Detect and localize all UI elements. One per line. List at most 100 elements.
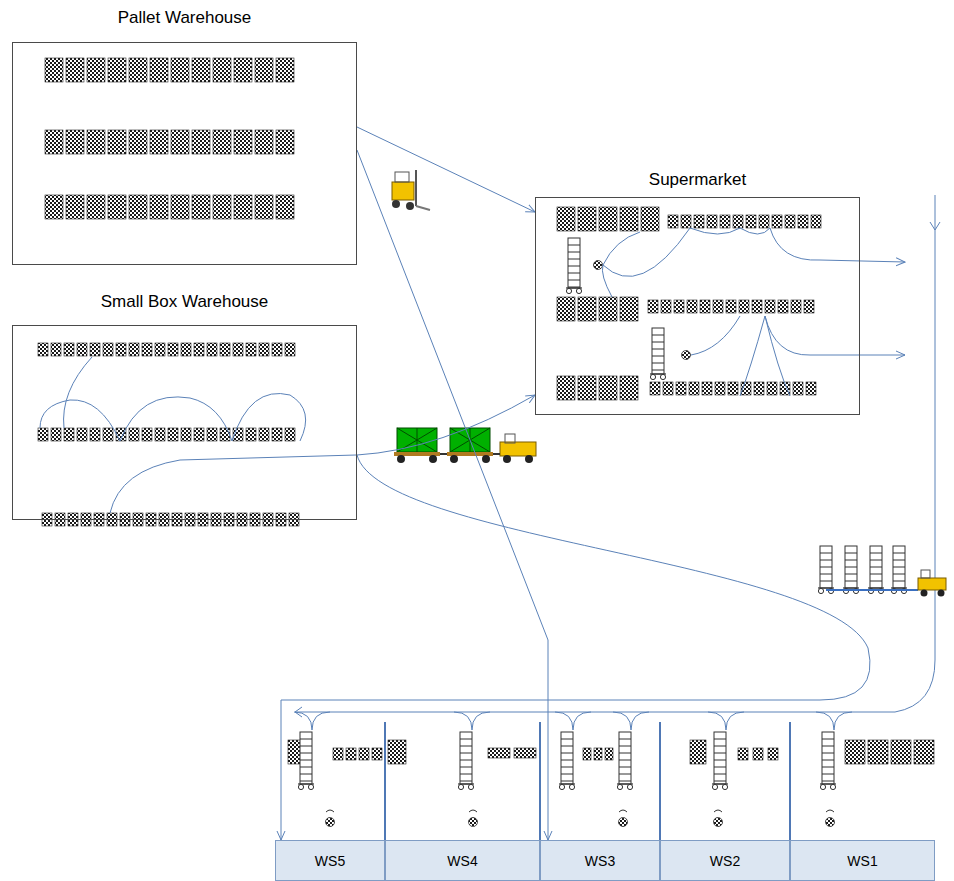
- area-box: Pallet Warehouse: [12, 8, 357, 265]
- rack-wheel: [627, 784, 632, 789]
- storage-block: [663, 382, 673, 395]
- rack-shelf: [460, 781, 472, 782]
- tugger-wheel: [921, 590, 928, 597]
- storage-block: [668, 215, 678, 228]
- storage-block: [77, 343, 87, 356]
- storage-block: [181, 343, 191, 356]
- storage-block: [557, 207, 575, 231]
- forklift-cab: [395, 172, 409, 182]
- rack-shelf: [714, 753, 726, 754]
- storage-block: [648, 300, 658, 313]
- storage-block: [276, 58, 294, 82]
- storage-block: [150, 195, 168, 219]
- rack-wheel: [820, 784, 825, 789]
- station-label: WS5: [315, 853, 345, 869]
- left-arrow: [295, 707, 302, 717]
- storage-block: [108, 130, 126, 154]
- storage-block: [246, 343, 256, 356]
- storage-block: [650, 382, 660, 395]
- rack-shelf: [822, 760, 834, 761]
- storage-block: [605, 748, 613, 760]
- rack-shelf: [460, 760, 472, 761]
- storage-block: [707, 215, 717, 228]
- rack-shelf: [300, 746, 312, 747]
- area-title: Supermarket: [535, 170, 860, 190]
- rack-wheel: [818, 588, 823, 593]
- trolley-rack: [868, 546, 884, 594]
- storage-block: [90, 343, 100, 356]
- rack-wheel: [722, 784, 727, 789]
- operator-dot: [682, 351, 691, 360]
- rack-shelf: [652, 363, 664, 364]
- area-title: Small Box Warehouse: [12, 292, 357, 312]
- flow-line: [603, 232, 640, 265]
- rack-wheel: [566, 288, 571, 293]
- storage-block: [891, 740, 911, 764]
- storage-block: [255, 130, 273, 154]
- storage-block: [845, 740, 865, 764]
- rack-shelf: [561, 767, 573, 768]
- rack-shelf: [893, 560, 905, 561]
- storage-block: [207, 343, 217, 356]
- workstation-box: WS1: [790, 840, 935, 881]
- storage-block: [594, 748, 602, 760]
- area-box: Supermarket: [535, 170, 860, 415]
- storage-block: [272, 428, 282, 441]
- storage-block: [661, 300, 671, 313]
- flow-line: [740, 316, 790, 396]
- forklift-wheel: [406, 202, 414, 210]
- rack-shelf: [561, 753, 573, 754]
- rack-shelf: [845, 574, 857, 575]
- cart-wheel: [450, 455, 458, 463]
- rack-shelf: [893, 553, 905, 554]
- storage-block: [213, 58, 231, 82]
- storage-block: [514, 748, 536, 758]
- storage-block: [234, 58, 252, 82]
- flow-line: [232, 393, 306, 441]
- storage-block: [220, 428, 230, 441]
- rack-shelf: [561, 746, 573, 747]
- rack-shelf: [820, 567, 832, 568]
- rack-wheel: [559, 784, 564, 789]
- operator-dot: [594, 261, 603, 270]
- storage-block: [346, 748, 356, 760]
- rack-shelf: [714, 760, 726, 761]
- rack-frame: [870, 546, 882, 588]
- flow-line: [691, 316, 740, 355]
- forklift-icon: [392, 170, 430, 210]
- rack-shelf: [300, 739, 312, 740]
- flow-connector: [357, 395, 535, 455]
- rack-wheel: [569, 784, 574, 789]
- rack-shelf: [568, 252, 580, 253]
- storage-block: [255, 58, 273, 82]
- rack-shelf: [845, 560, 857, 561]
- rack-wheel: [468, 784, 473, 789]
- storage-block: [620, 207, 638, 231]
- storage-block: [234, 195, 252, 219]
- trolley-rack: [891, 546, 907, 594]
- rack-shelf: [460, 739, 472, 740]
- storage-block: [38, 428, 48, 441]
- rack-shelf: [300, 767, 312, 768]
- operator-view: [469, 810, 477, 812]
- storage-block: [578, 297, 596, 321]
- storage-block: [45, 58, 63, 82]
- storage-block: [129, 428, 139, 441]
- operator-dot: [826, 818, 835, 827]
- rack-frame: [893, 546, 905, 588]
- storage-block: [599, 207, 617, 231]
- trolley-rack: [712, 732, 728, 790]
- trolley-rack: [559, 732, 575, 790]
- storage-block: [285, 343, 295, 356]
- rack-wheel: [576, 288, 581, 293]
- tugger-wheel: [503, 455, 511, 463]
- rack-shelf: [822, 753, 834, 754]
- workstation-box: WS3: [540, 840, 660, 881]
- rack-shelf: [619, 774, 631, 775]
- storage-block: [578, 207, 596, 231]
- storage-block: [108, 58, 126, 82]
- storage-block: [388, 740, 406, 764]
- storage-block: [171, 130, 189, 154]
- storage-block: [276, 195, 294, 219]
- storage-block: [804, 300, 814, 313]
